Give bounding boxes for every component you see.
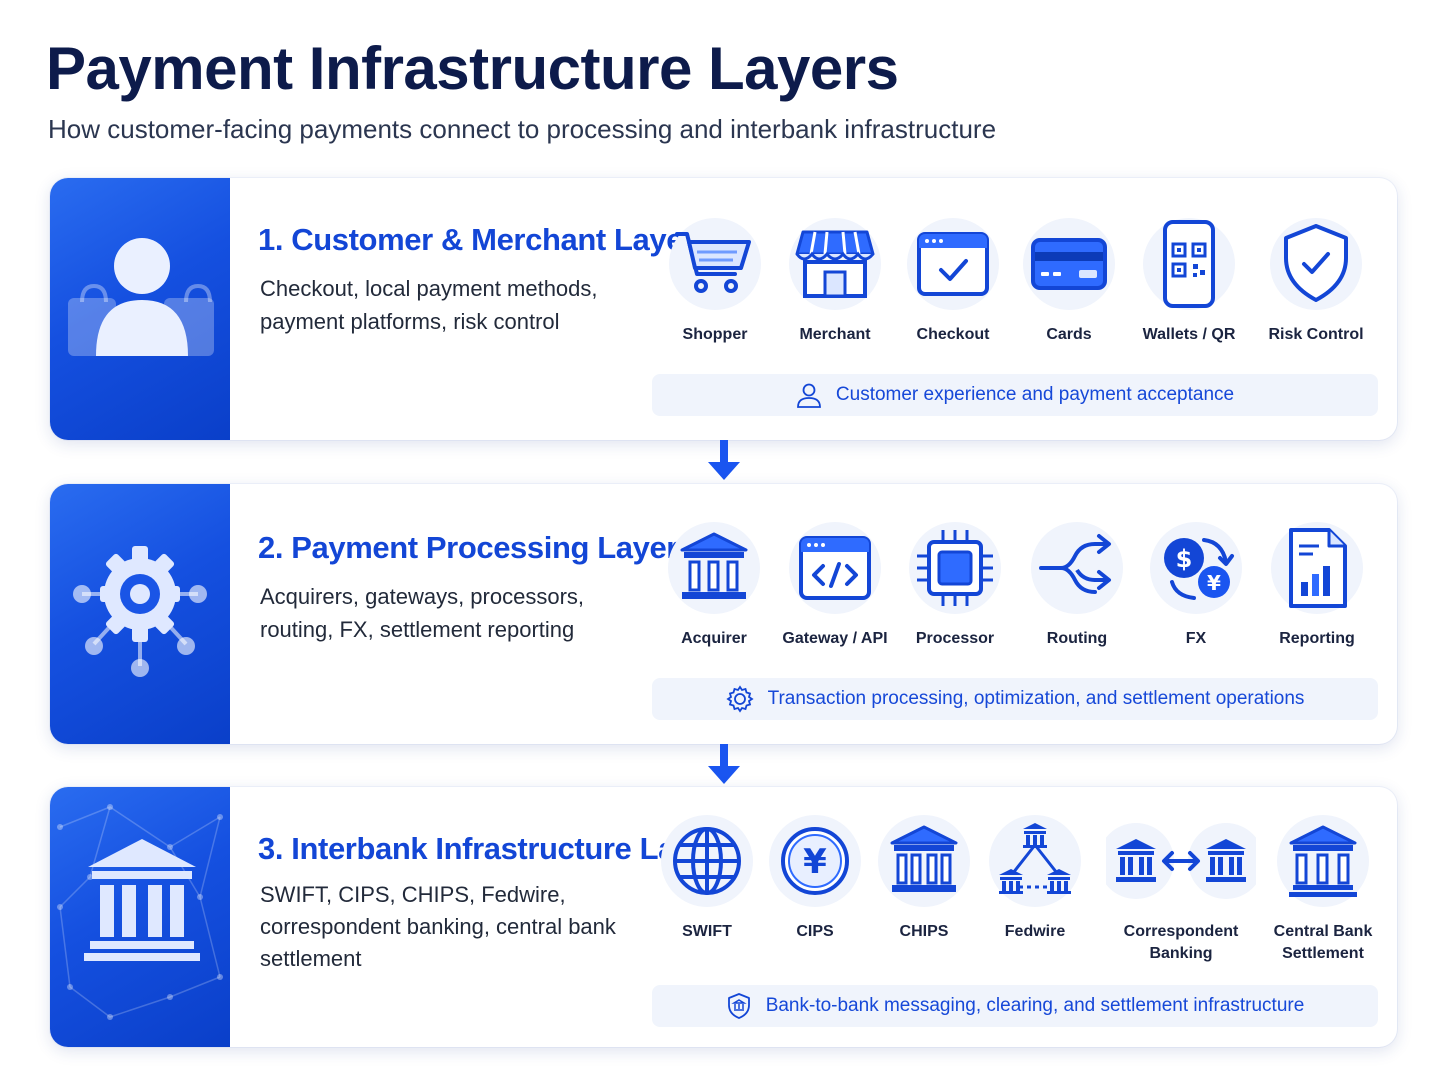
item-label: Merchant <box>799 326 871 343</box>
svg-text:$: $ <box>1176 545 1193 573</box>
item-chips[interactable]: CHIPS <box>859 815 989 943</box>
item-gateway-api[interactable]: Gateway / API <box>770 522 900 650</box>
item-label: CIPS <box>796 923 834 940</box>
arrow-down-icon <box>708 744 740 784</box>
item-label: Central Bank Settlement <box>1273 923 1373 962</box>
item-correspondent-banking[interactable]: Correspondent Banking <box>1106 815 1256 965</box>
shield-check-icon <box>1284 224 1348 302</box>
yen-coin-icon: ¥ <box>781 827 849 895</box>
item-reporting[interactable]: Reporting <box>1252 522 1382 650</box>
globe-icon <box>673 827 741 895</box>
central-bank-icon <box>1289 825 1357 897</box>
item-label: CHIPS <box>899 923 949 940</box>
shield-bank-icon <box>727 993 750 1019</box>
item-shopper[interactable]: Shopper <box>650 218 780 346</box>
bank-exchange-icon <box>1106 823 1256 899</box>
page-title: Payment Infrastructure Layers <box>46 35 899 102</box>
item-label: FX <box>1185 630 1207 647</box>
item-wallets-qr[interactable]: Wallets / QR <box>1124 218 1254 346</box>
bank-icon <box>890 825 958 892</box>
layer-title: 1. Customer & Merchant Layer <box>258 222 695 257</box>
bank-network-icon <box>999 823 1071 894</box>
bank-building-icon <box>57 804 223 1020</box>
layer-banner: Bank-to-bank messaging, clearing, and se… <box>652 985 1378 1027</box>
item-routing[interactable]: Routing <box>1012 522 1142 650</box>
arrow-down-icon <box>708 440 740 480</box>
layer-3-panel <box>50 787 230 1047</box>
item-central-bank-settlement[interactable]: Central Bank Settlement <box>1258 815 1388 965</box>
layer-banner: Customer experience and payment acceptan… <box>652 374 1378 416</box>
phone-qr-icon <box>1163 220 1215 308</box>
layer-description: SWIFT, CIPS, CHIPS, Fedwire, corresponde… <box>260 882 616 971</box>
credit-card-icon <box>1031 238 1107 290</box>
item-label: Cards <box>1046 326 1092 343</box>
item-label: Shopper <box>682 326 748 343</box>
storefront-icon <box>795 230 875 298</box>
checkout-window-icon <box>917 232 989 296</box>
bank-icon <box>680 532 748 599</box>
shopping-cart-icon <box>675 232 751 293</box>
banner-text: Bank-to-bank messaging, clearing, and se… <box>765 995 1305 1016</box>
svg-text:¥: ¥ <box>1207 571 1221 595</box>
shopper-with-bags-icon <box>68 238 214 356</box>
svg-text:¥: ¥ <box>803 842 827 882</box>
item-label: Fedwire <box>1004 923 1066 940</box>
gear-network-icon <box>73 546 207 677</box>
code-window-icon <box>799 536 871 600</box>
layer-2-panel <box>50 484 230 744</box>
item-fx[interactable]: $ ¥ FX <box>1131 522 1261 650</box>
layer-description: Acquirers, gateways, processors, routing… <box>260 584 585 642</box>
currency-exchange-icon: $ ¥ <box>1164 538 1234 600</box>
layer-description: Checkout, local payment methods, payment… <box>260 276 598 334</box>
item-risk-control[interactable]: Risk Control <box>1251 218 1381 346</box>
user-outline-icon <box>797 383 821 408</box>
item-cips[interactable]: ¥ CIPS <box>750 815 880 943</box>
item-swift[interactable]: SWIFT <box>642 815 772 943</box>
layer-title: 3. Interbank Infrastructure Layer <box>258 831 721 866</box>
layer-title: 2. Payment Processing Layer <box>258 530 678 565</box>
layer-1-panel <box>50 178 230 440</box>
item-acquirer[interactable]: Acquirer <box>649 522 779 650</box>
report-chart-icon <box>1289 528 1347 608</box>
item-fedwire[interactable]: Fedwire <box>970 815 1100 943</box>
banner-text: Customer experience and payment acceptan… <box>835 384 1235 405</box>
item-checkout[interactable]: Checkout <box>888 218 1018 346</box>
item-label: Reporting <box>1279 630 1355 647</box>
item-label: SWIFT <box>682 923 732 940</box>
item-label: Acquirer <box>681 630 747 647</box>
gear-outline-icon <box>725 685 754 713</box>
banner-text: Transaction processing, optimization, an… <box>767 688 1305 709</box>
layer-payment-processing: 2. Payment Processing Layer Acquirers, g… <box>50 484 1397 744</box>
page-subtitle: How customer-facing payments connect to … <box>48 114 997 144</box>
routing-arrows-icon <box>1039 534 1111 594</box>
item-label: Checkout <box>916 326 990 343</box>
item-cards[interactable]: Cards <box>1004 218 1134 346</box>
item-label: Processor <box>915 630 995 647</box>
item-label: Gateway / API <box>782 630 888 647</box>
layer-banner: Transaction processing, optimization, an… <box>652 678 1378 720</box>
item-label: Risk Control <box>1268 326 1364 343</box>
layer-customer-merchant: 1. Customer & Merchant Layer Checkout, l… <box>50 178 1397 440</box>
item-label: Wallets / QR <box>1142 326 1236 343</box>
item-label: Correspondent Banking <box>1123 923 1239 962</box>
chip-icon <box>917 530 993 606</box>
item-merchant[interactable]: Merchant <box>770 218 900 346</box>
item-processor[interactable]: Processor <box>890 522 1020 650</box>
item-label: Routing <box>1046 630 1108 647</box>
layer-interbank-infrastructure: 3. Interbank Infrastructure Layer SWIFT,… <box>50 787 1397 1047</box>
